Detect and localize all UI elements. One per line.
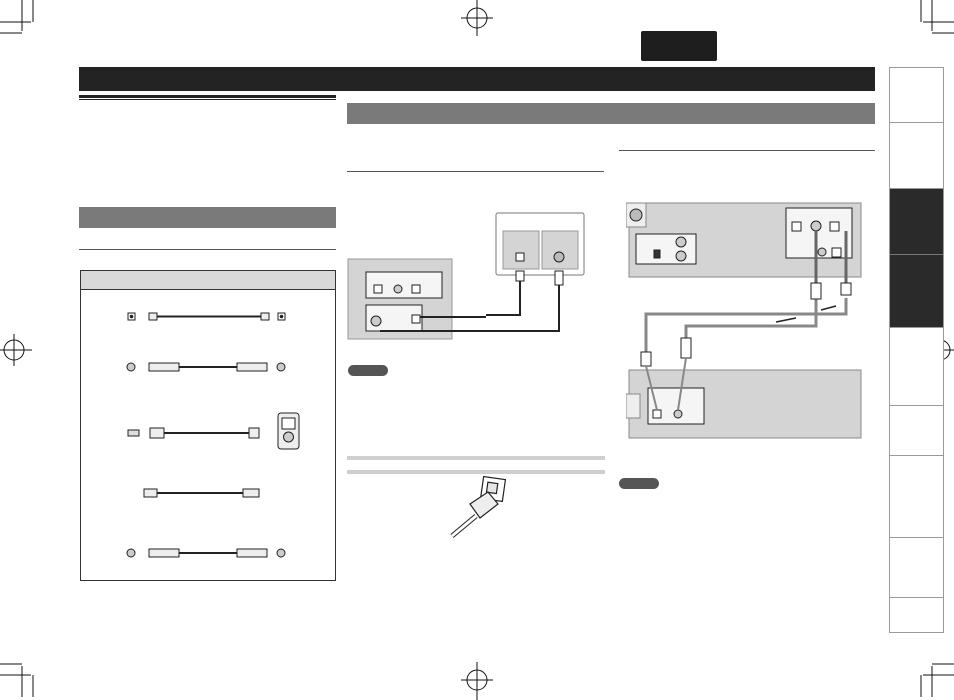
power-section-bar-1 (347, 456, 605, 460)
side-tab-9[interactable] (890, 598, 943, 632)
side-tab-3[interactable] (890, 189, 943, 255)
side-tab-4[interactable] (890, 255, 943, 328)
registration-mark-top (461, 0, 493, 36)
left-section-heading-bar (79, 207, 336, 228)
rca-audio-cable-icon (126, 548, 286, 558)
right-divider (619, 150, 875, 151)
title-underline (79, 95, 336, 98)
side-tab-5[interactable] (890, 328, 943, 406)
cable-illustrations (126, 312, 300, 558)
usb-cable-icon (143, 488, 260, 498)
power-plug-icon (450, 475, 507, 538)
amplifier-connection-diagram (626, 202, 862, 439)
power-section-bar-2 (347, 470, 605, 474)
side-tab-7[interactable] (890, 456, 943, 538)
page-title-bar (79, 67, 875, 91)
cables-table-header (81, 271, 335, 290)
side-tab-1[interactable] (890, 68, 943, 123)
side-tab-8[interactable] (890, 538, 943, 598)
title-underline-thin (79, 99, 336, 100)
side-navigation-tabs (889, 67, 944, 633)
digital-connection-diagram (347, 212, 585, 340)
note-badge-right (619, 478, 659, 489)
optical-cable-icon (127, 312, 286, 321)
note-badge (348, 365, 388, 376)
language-tab[interactable] (641, 31, 717, 61)
registration-mark-bottom (461, 662, 493, 700)
cables-table (80, 270, 336, 581)
side-tab-6[interactable] (890, 406, 943, 456)
ipod-dock-cable-icon (127, 412, 300, 450)
registration-mark-left (0, 334, 32, 366)
side-tab-2[interactable] (890, 123, 943, 189)
left-divider (79, 249, 336, 250)
middle-divider (347, 171, 604, 172)
middle-section-heading-bar (347, 103, 875, 124)
coaxial-cable-icon (126, 362, 286, 372)
